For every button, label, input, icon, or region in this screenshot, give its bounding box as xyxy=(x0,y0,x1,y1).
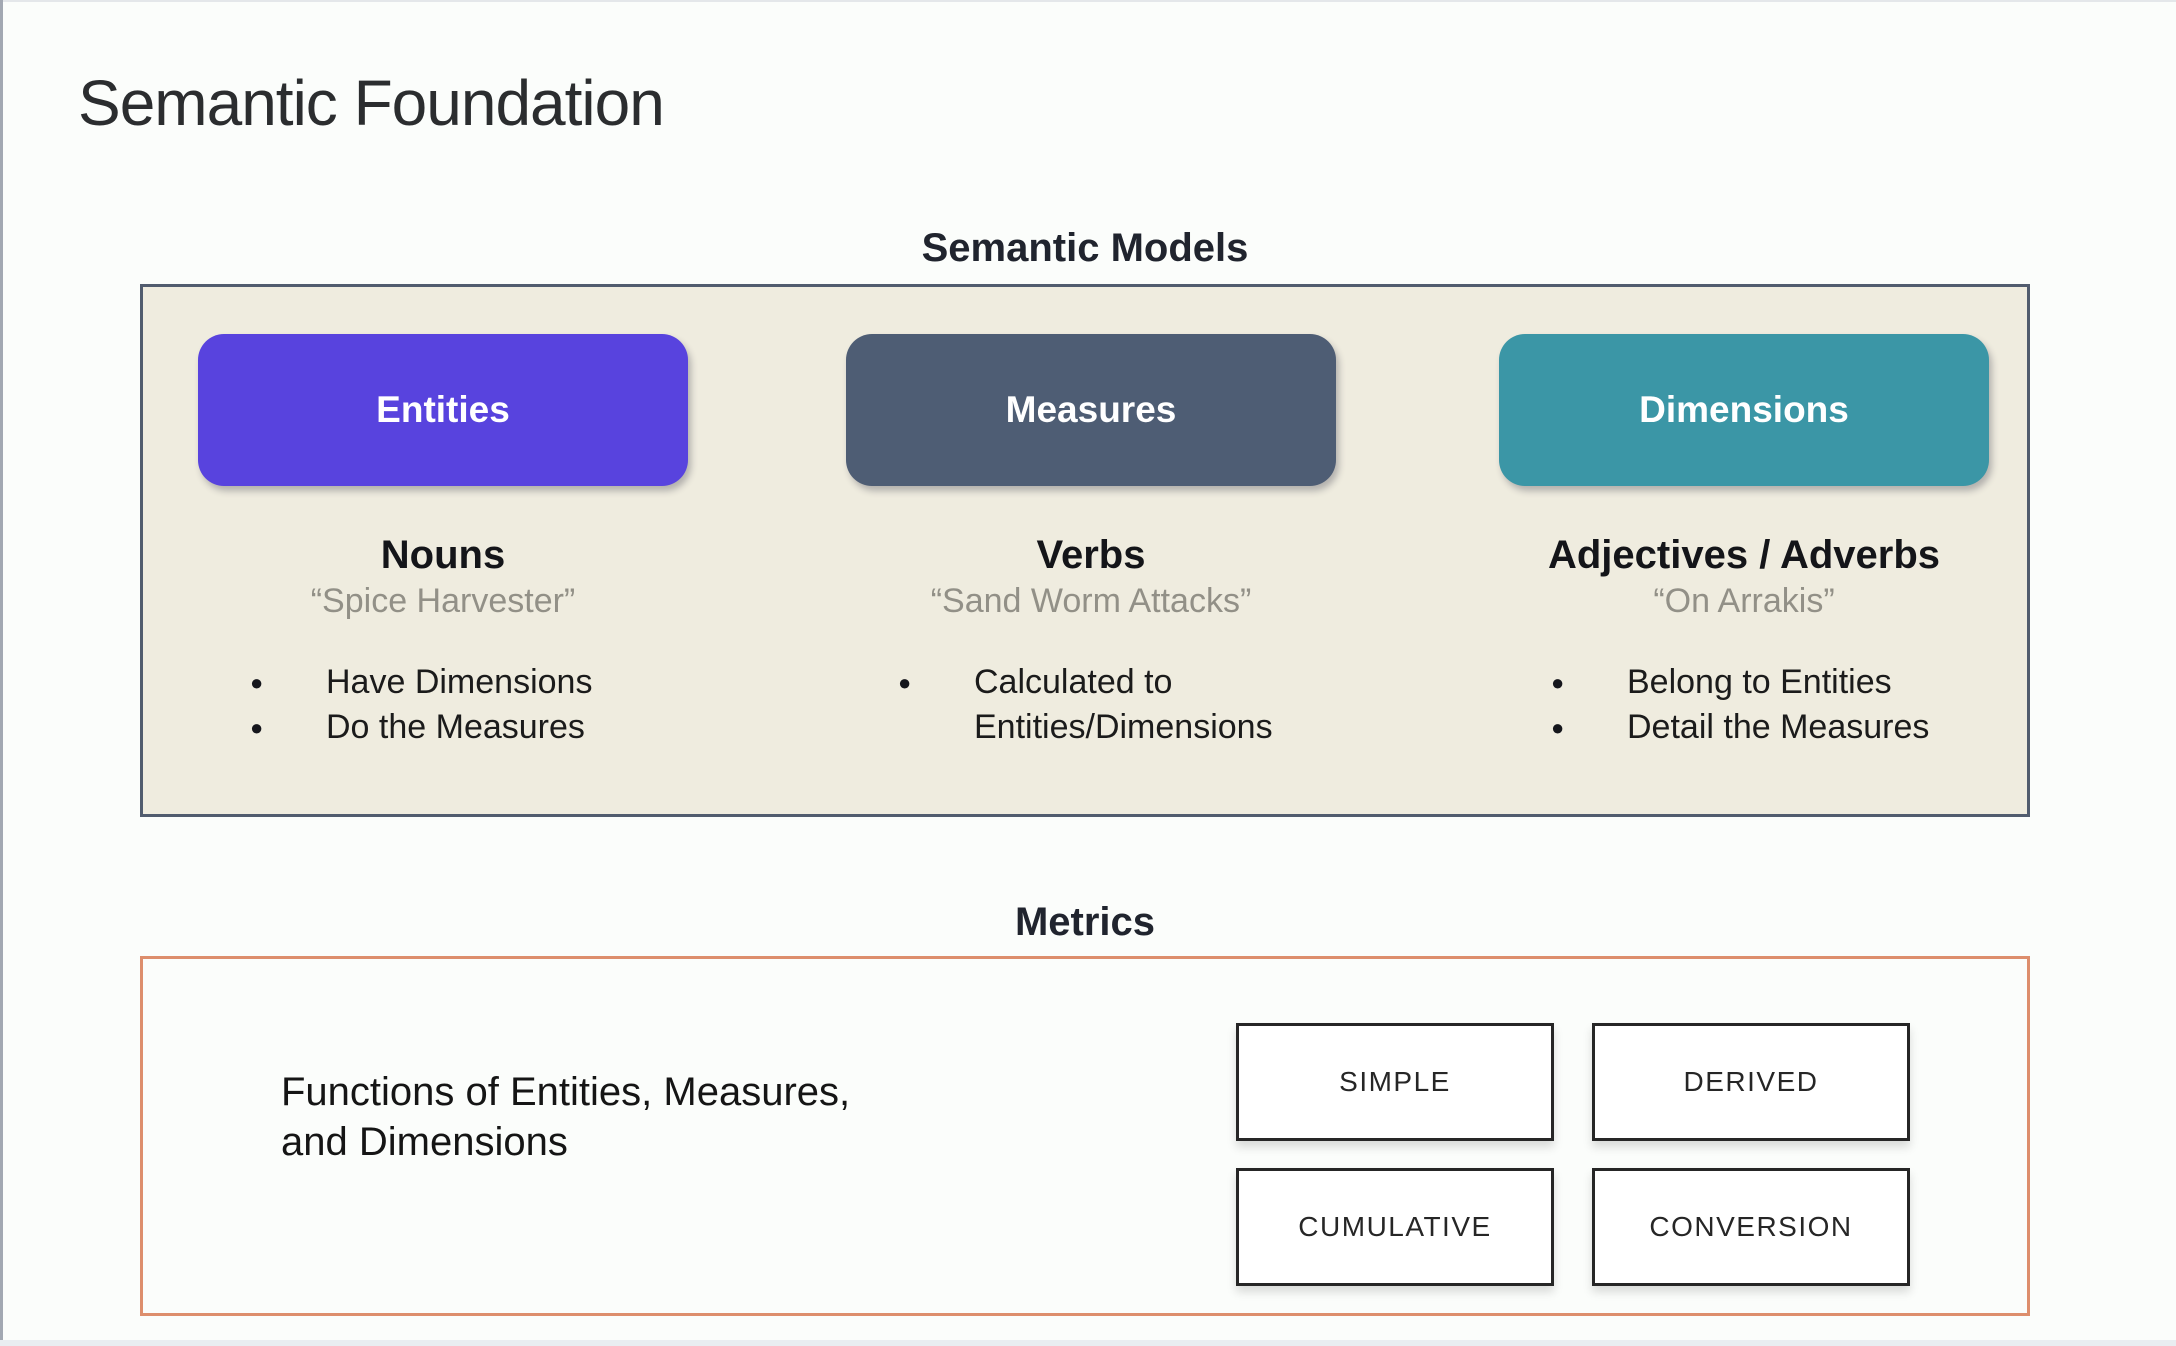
dimensions-column: Dimensions Adjectives / Adverbs “On Arra… xyxy=(1499,334,1989,750)
window-edge-top xyxy=(0,0,2176,2)
semantic-models-heading: Semantic Models xyxy=(921,226,1249,270)
window-edge-left xyxy=(0,0,3,1346)
entities-example-quote: “Spice Harvester” xyxy=(310,582,576,620)
entities-column: Entities Nouns “Spice Harvester” Have Di… xyxy=(198,334,688,750)
bullet-item: Detail the Measures xyxy=(1545,705,1989,750)
dimensions-example-quote: “On Arrakis” xyxy=(1653,582,1835,620)
bullet-item: Have Dimensions xyxy=(244,660,688,705)
metrics-description-line1: Functions of Entities, Measures, xyxy=(281,1070,851,1114)
entities-bullet-list: Have Dimensions Do the Measures xyxy=(198,660,688,750)
measures-column: Measures Verbs “Sand Worm Attacks” Calcu… xyxy=(846,334,1336,750)
dimensions-box: Dimensions xyxy=(1499,334,1989,486)
metrics-panel: Functions of Entities, Measures, and Dim… xyxy=(140,956,2030,1316)
measures-example-quote: “Sand Worm Attacks” xyxy=(930,582,1252,620)
measures-bullet-list: Calculated to Entities/Dimensions xyxy=(846,660,1336,750)
bullet-item: Calculated to Entities/Dimensions xyxy=(892,660,1336,750)
metric-type-derived: DERIVED xyxy=(1592,1023,1910,1141)
metrics-description-line2: and Dimensions xyxy=(281,1120,568,1164)
window-edge-bottom xyxy=(0,1340,2176,1346)
bullet-item: Do the Measures xyxy=(244,705,688,750)
entities-role-label: Nouns xyxy=(380,533,506,577)
entities-box: Entities xyxy=(198,334,688,486)
measures-role-label: Verbs xyxy=(1036,533,1146,577)
metrics-heading: Metrics xyxy=(1014,900,1156,944)
dimensions-bullet-list: Belong to Entities Detail the Measures xyxy=(1499,660,1989,750)
metrics-description: Functions of Entities, Measures, and Dim… xyxy=(281,1067,850,1167)
dimensions-role-label: Adjectives / Adverbs xyxy=(1547,533,1940,577)
metric-type-simple: SIMPLE xyxy=(1236,1023,1554,1141)
bullet-item: Belong to Entities xyxy=(1545,660,1989,705)
metric-type-cumulative: CUMULATIVE xyxy=(1236,1168,1554,1286)
metric-types-grid: SIMPLE DERIVED CUMULATIVE CONVERSION xyxy=(1236,1023,1910,1286)
metric-type-conversion: CONVERSION xyxy=(1592,1168,1910,1286)
measures-box: Measures xyxy=(846,334,1336,486)
semantic-models-panel: Entities Nouns “Spice Harvester” Have Di… xyxy=(140,284,2030,817)
slide-title: Semantic Foundation xyxy=(78,67,665,139)
